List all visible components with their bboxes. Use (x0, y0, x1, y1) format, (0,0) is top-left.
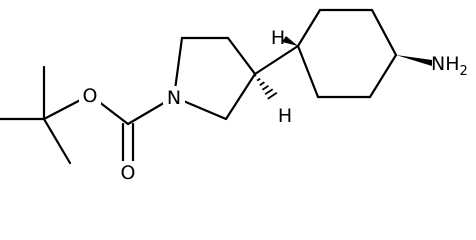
bond-ring-n-c2 (172, 36, 184, 99)
chemical-structure: O N O H H NH2 (0, 8, 468, 183)
bond-cyc-3-4 (370, 8, 398, 57)
bond-carbonyl-n (126, 95, 176, 126)
stereo-h-pyrrolidine-label: H (278, 105, 292, 127)
amine-label: NH2 (431, 53, 468, 79)
bond-tbu-methyl-bottom (42, 117, 72, 165)
carbonyl-oxygen-label: O (121, 162, 136, 183)
bond-cyc-6-1 (296, 44, 320, 99)
solid-wedge-amine (396, 55, 432, 66)
stereo-h-cyclohexane-label: H (271, 27, 285, 49)
bond-ring-c3-c4 (226, 36, 257, 76)
bond-ring-c5-n (172, 95, 228, 121)
bond-cyc-1-2 (296, 8, 322, 48)
bond-skeleton (0, 8, 398, 174)
bond-tbu-ester-o (42, 93, 92, 121)
amine-subscript-label: 2 (460, 64, 468, 79)
bond-cyc-4-5 (368, 53, 398, 99)
ester-oxygen-label: O (83, 85, 98, 107)
bond-pyrrolidine-cyclohexane (253, 44, 300, 76)
solid-wedge-cyclohexane-h (282, 36, 298, 46)
amine-nh-label: NH (431, 53, 460, 75)
bond-ester-o-carbonyl (88, 93, 130, 126)
ring-nitrogen-label: N (167, 87, 181, 109)
hashed-wedge-pyrrolidine-h (254, 74, 278, 100)
bond-ring-c4-c5 (224, 72, 257, 121)
